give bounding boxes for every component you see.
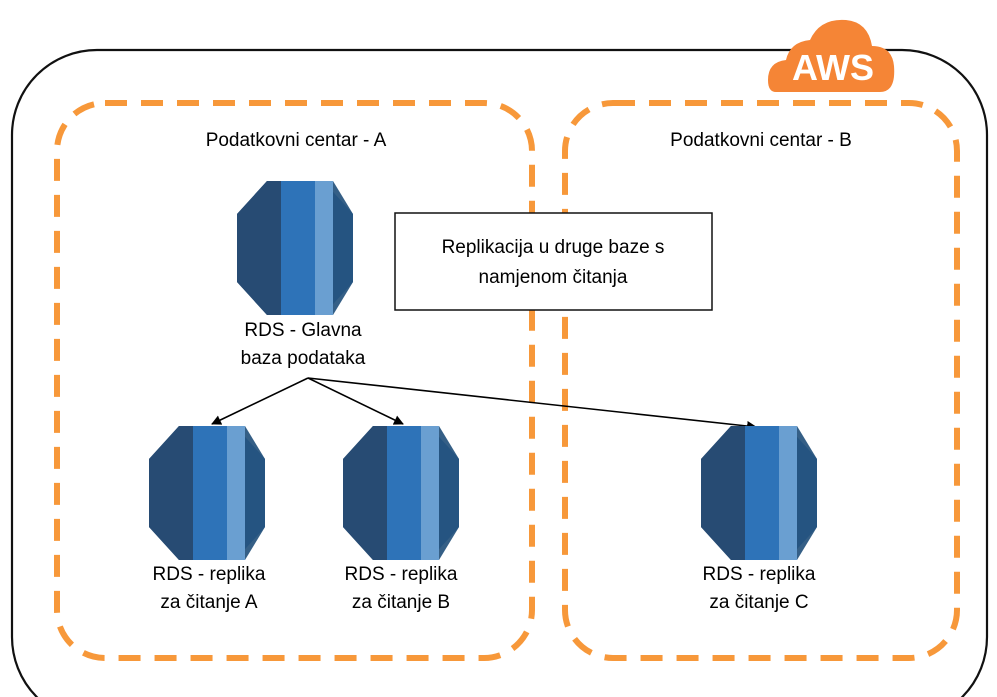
- db-replica-b: RDS - replika za čitanje B: [343, 426, 459, 613]
- aws-logo: AWS: [768, 19, 895, 93]
- zone-a-boundary: [54, 100, 535, 661]
- db-replica-c-label-2: za čitanje C: [709, 592, 808, 613]
- db-replica-b-label-1: RDS - replika: [345, 564, 458, 585]
- arrow-to-replica-a: [211, 377, 309, 425]
- db-primary-label-1: RDS - Glavna: [244, 320, 362, 341]
- db-primary-label-2: baza podataka: [241, 348, 366, 369]
- db-replica-a: RDS - replika za čitanje A: [149, 426, 266, 613]
- db-replica-a-label-1: RDS - replika: [153, 564, 266, 585]
- replication-arrows: [211, 377, 757, 431]
- aws-logo-text: AWS: [792, 47, 874, 88]
- aws-cloud-boundary: [10, 48, 989, 697]
- note-line-1: Replikacija u druge baze s: [442, 237, 665, 258]
- replication-note: Replikacija u druge baze s namjenom čita…: [394, 212, 713, 311]
- zone-b-boundary: [562, 100, 960, 661]
- zone-a-title: Podatkovni centar - A: [206, 130, 387, 151]
- arrow-to-replica-b: [307, 377, 404, 425]
- rds-database-icon: [149, 426, 265, 560]
- db-replica-c: RDS - replika za čitanje C: [701, 426, 817, 613]
- rds-database-icon: [343, 426, 459, 560]
- note-line-2: namjenom čitanja: [479, 267, 628, 288]
- db-replica-a-label-2: za čitanje A: [160, 592, 257, 613]
- db-replica-c-label-1: RDS - replika: [703, 564, 816, 585]
- zone-b-title: Podatkovni centar - B: [670, 130, 852, 151]
- db-replica-b-label-2: za čitanje B: [352, 592, 450, 613]
- rds-database-icon: [701, 426, 817, 560]
- db-primary: RDS - Glavna baza podataka: [237, 181, 366, 369]
- arrow-to-replica-c: [307, 377, 757, 431]
- rds-database-icon: [237, 181, 353, 315]
